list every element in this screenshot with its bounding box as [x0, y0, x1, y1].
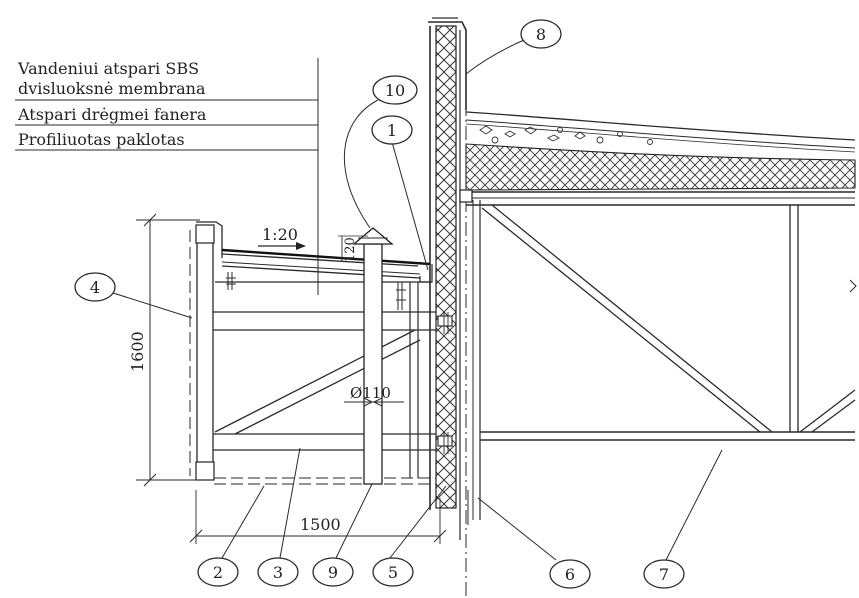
callout-8-label: 8	[536, 25, 546, 44]
callout-3-label: 3	[273, 563, 283, 582]
callout-3: 3	[257, 557, 299, 587]
canopy-structure	[189, 221, 453, 485]
dim-height: 1600	[128, 331, 147, 372]
callout-6: 6	[549, 559, 591, 589]
note-membrane-line1: Vandeniui atspari SBS	[17, 59, 199, 78]
callout-8: 8	[520, 19, 562, 49]
roof-buildup	[459, 111, 856, 206]
callout-9: 9	[312, 557, 354, 587]
dim-slope: 1:20	[262, 225, 298, 244]
dim-vent-offset: 120	[343, 237, 358, 262]
callout-1-label: 1	[387, 121, 397, 140]
dim-width: 1500	[300, 515, 341, 534]
callout-10-label: 10	[385, 81, 405, 100]
callout-9-label: 9	[328, 563, 338, 582]
note-profiled-deck: Profiliuotas paklotas	[18, 130, 185, 149]
parapet-wall	[428, 17, 481, 598]
dim-pipe-diameter: Ø110	[350, 384, 391, 402]
callout-5: 5	[372, 557, 414, 587]
callout-7: 7	[643, 559, 685, 589]
vent-pipe	[352, 227, 394, 485]
callout-4: 4	[74, 272, 116, 302]
callout-10: 10	[372, 75, 418, 105]
callout-7-label: 7	[659, 565, 669, 584]
callout-5-label: 5	[388, 563, 398, 582]
callout-6-label: 6	[565, 565, 575, 584]
callout-1: 1	[371, 115, 413, 145]
dimensions: 1600 1500 1:20 120 Ø110	[128, 213, 447, 544]
callout-2-label: 2	[213, 563, 223, 582]
callout-2: 2	[197, 557, 239, 587]
roof-truss	[480, 204, 857, 441]
leader-lines	[109, 39, 723, 561]
callout-4-label: 4	[90, 278, 100, 297]
note-plywood: Atspari drėgmei fanera	[17, 105, 207, 124]
note-membrane-line2: dvisluoksnė membrana	[18, 79, 206, 98]
notes-block: Vandeniui atspari SBS dvisluoksnė membra…	[15, 58, 319, 295]
